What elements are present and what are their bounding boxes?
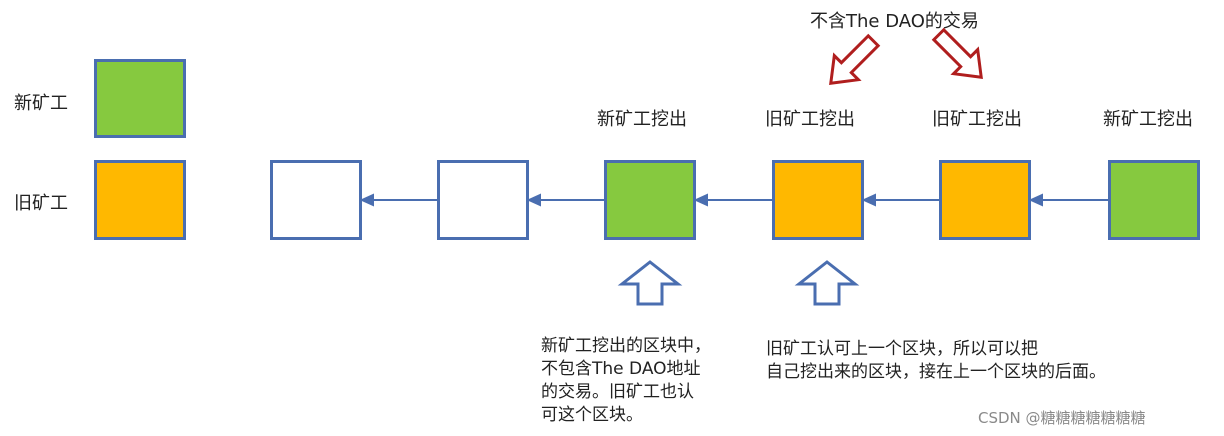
chain-link-arrow [1028,193,1108,207]
note-old-miner-explanation: 旧矿工认可上一个区块，所以可以把 自己挖出来的区块，接在上一个区块的后面。 [766,339,1106,382]
block-5-label: 旧矿工挖出 [932,109,1022,130]
up-arrow-new-block [617,260,683,306]
chain-link-arrow [861,193,939,207]
watermark: CSDN @糖糖糖糖糖糖糖 [978,409,1146,427]
chain-link-arrow [526,193,604,207]
block-6-label: 新矿工挖出 [1103,109,1193,130]
block-3-new-miner [604,160,696,240]
top-note-no-dao-tx: 不含The DAO的交易 [810,11,979,32]
chain-link-arrow [359,193,437,207]
warning-arrow-down-right [931,27,983,79]
chain-link-arrow [693,193,772,207]
warning-arrow-down-left [829,33,881,85]
legend-old-miner-label: 旧矿工 [14,193,68,214]
note-new-block-explanation: 新矿工挖出的区块中， 不包含The DAO地址 的交易。旧矿工也认 可这个区块。 [541,336,711,425]
block-6-new-miner [1108,160,1200,240]
legend-new-miner-swatch [94,59,186,138]
legend-old-miner-swatch [94,160,186,240]
block-4-label: 旧矿工挖出 [765,109,855,130]
block-5-old-miner [939,160,1031,240]
legend-new-miner-label: 新矿工 [14,93,68,114]
up-arrow-old-block [794,260,860,306]
block-1-empty [270,160,362,240]
block-3-label: 新矿工挖出 [597,109,687,130]
